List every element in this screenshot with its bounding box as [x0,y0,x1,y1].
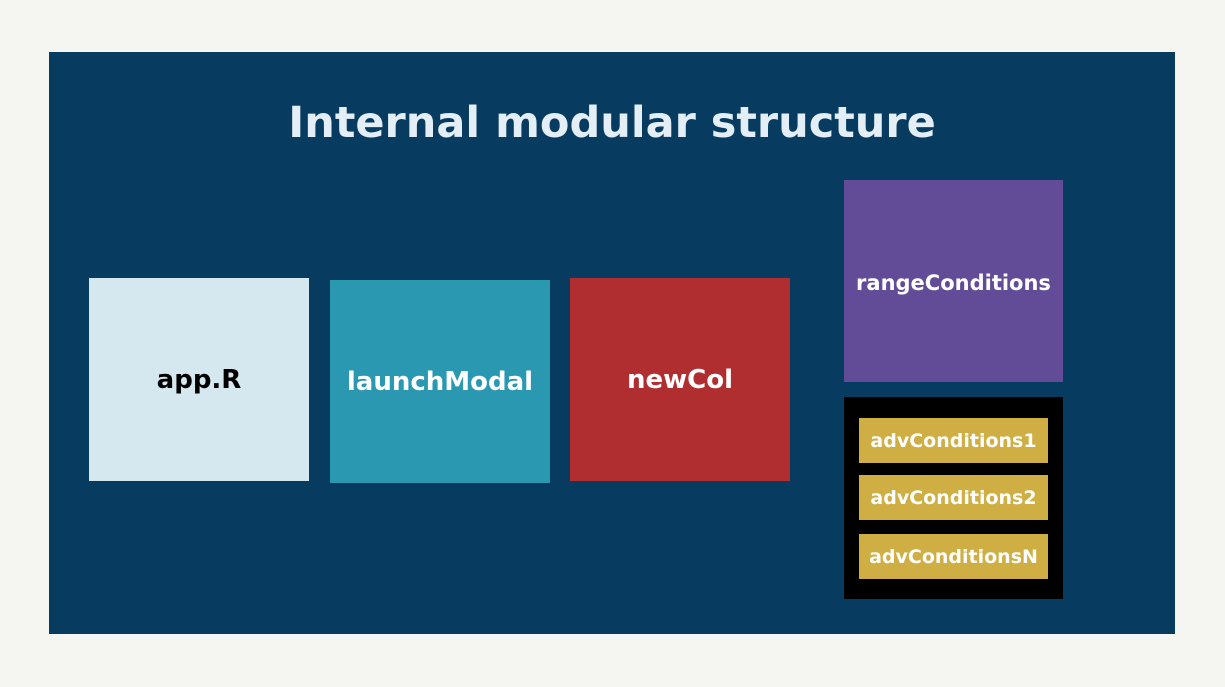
diagram-slide: Internal modular structure app.R launchM… [49,52,1175,634]
module-new-col: newCol [570,278,790,481]
adv-conditions-item-label: advConditions1 [870,429,1037,452]
adv-conditions-item: advConditions2 [859,475,1048,520]
adv-conditions-item: advConditions1 [859,418,1048,463]
adv-conditions-item-label: advConditions2 [870,486,1037,509]
module-launch-modal-label: launchModal [346,366,534,397]
module-range-conditions: rangeConditions [844,180,1063,382]
module-app-label: app.R [156,364,242,395]
adv-conditions-item: advConditionsN [859,534,1048,579]
module-new-col-label: newCol [626,364,734,395]
adv-conditions-group: advConditions1 advConditions2 advConditi… [844,397,1063,599]
module-launch-modal: launchModal [330,280,550,483]
module-range-conditions-label: rangeConditions [856,271,1051,295]
module-app: app.R [89,278,309,481]
diagram-title: Internal modular structure [288,98,936,148]
adv-conditions-item-label: advConditionsN [869,545,1038,568]
